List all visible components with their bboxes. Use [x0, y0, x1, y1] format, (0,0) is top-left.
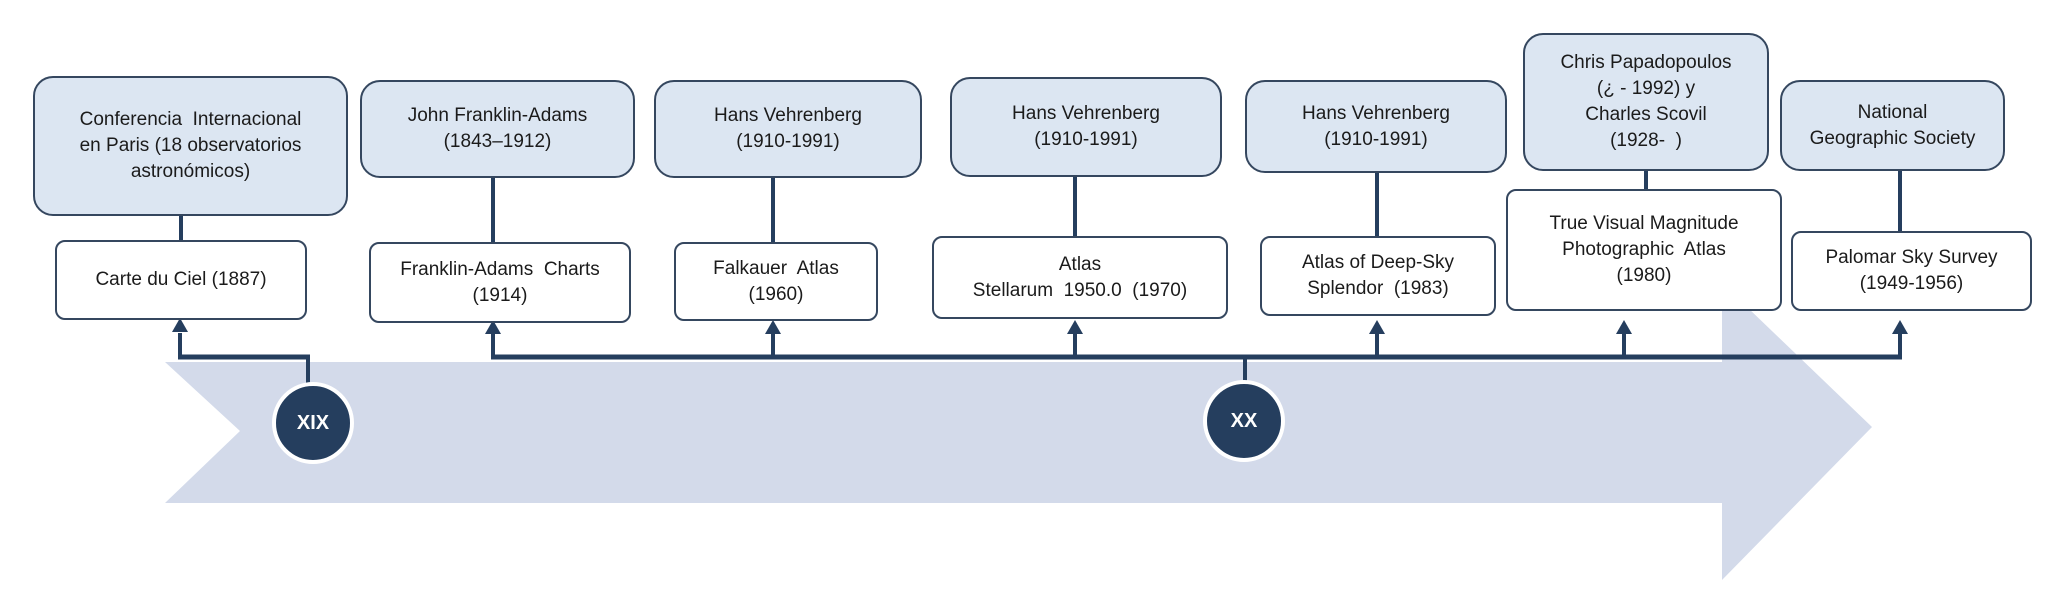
work-4-line-1: Atlas	[1058, 253, 1102, 275]
work-3-line-2: (1960)	[748, 283, 804, 305]
work-box-3: Falkauer Atlas (1960)	[674, 242, 878, 321]
author-2-line-1: John Franklin-Adams	[407, 105, 588, 126]
work-2-line-1: Franklin-Adams Charts	[400, 258, 600, 280]
author-1-line-1: Conferencia Internacional	[79, 109, 302, 130]
century-marker-xix: XIX	[272, 382, 354, 464]
work-5-line-1: Atlas of Deep-Sky	[1301, 252, 1455, 273]
author-4-line-2: (1910-1991)	[1034, 129, 1138, 150]
work-4-line-2: Stellarum 1950.0 (1970)	[972, 279, 1188, 301]
author-box-1: Conferencia Internacional en Paris (18 o…	[33, 76, 348, 216]
author-5-line-2: (1910-1991)	[1324, 128, 1428, 150]
work-2-line-2: (1914)	[472, 284, 528, 306]
work-box-7: Palomar Sky Survey (1949-1956)	[1791, 231, 2032, 311]
arrowhead-5	[1616, 320, 1632, 334]
author-box-3: Hans Vehrenberg (1910-1991)	[654, 80, 922, 178]
author-7-line-2: Geographic Society	[1809, 127, 1976, 149]
author-6-line-4: (1928- )	[1610, 130, 1682, 151]
arrowhead-4	[1369, 320, 1385, 334]
author-6-line-3: Charles Scovil	[1585, 104, 1707, 125]
timeline-arrow	[165, 283, 1872, 580]
work-6-line-3: (1980)	[1616, 265, 1672, 286]
author-1-line-2: en Paris (18 observatorios	[79, 135, 302, 156]
work-box-5: Atlas of Deep-Sky Splendor (1983)	[1260, 236, 1496, 316]
author-5-line-1: Hans Vehrenberg	[1302, 102, 1450, 124]
work-5-line-2: Splendor (1983)	[1307, 278, 1449, 299]
author-6-line-2: (¿ - 1992) y	[1596, 78, 1696, 99]
arrowhead-1	[485, 320, 501, 334]
work-7-line-2: (1949-1956)	[1859, 273, 1964, 294]
author-box-4: Hans Vehrenberg (1910-1991)	[950, 77, 1222, 177]
work-3-line-1: Falkauer Atlas	[713, 257, 839, 279]
connector-lines	[172, 171, 1908, 386]
work-box-6: True Visual Magnitude Photographic Atlas…	[1506, 189, 1782, 311]
author-box-2: John Franklin-Adams (1843–1912)	[360, 80, 635, 178]
work-1-line-1: Carte du Ciel (1887)	[95, 269, 267, 290]
work-6-line-2: Photographic Atlas	[1562, 239, 1726, 260]
author-4-line-1: Hans Vehrenberg	[1012, 103, 1160, 124]
author-1-line-3: astronómicos)	[130, 161, 251, 182]
author-box-6: Chris Papadopoulos (¿ - 1992) y Charles …	[1523, 33, 1769, 171]
author-box-7: National Geographic Society	[1780, 80, 2005, 171]
work-box-2: Franklin-Adams Charts (1914)	[369, 242, 631, 323]
arrowhead-3	[1067, 320, 1083, 334]
arrowhead-6	[1892, 320, 1908, 334]
work-6-line-1: True Visual Magnitude	[1549, 213, 1739, 234]
author-3-line-1: Hans Vehrenberg	[714, 105, 862, 126]
author-6-line-1: Chris Papadopoulos	[1560, 52, 1732, 73]
century-marker-xx: XX	[1203, 380, 1285, 462]
arrowhead-2	[765, 320, 781, 334]
work-box-4: Atlas Stellarum 1950.0 (1970)	[932, 236, 1228, 319]
arrowhead-xix	[172, 318, 188, 332]
author-box-5: Hans Vehrenberg (1910-1991)	[1245, 80, 1507, 173]
author-2-line-2: (1843–1912)	[443, 131, 552, 152]
work-box-1: Carte du Ciel (1887)	[55, 240, 307, 320]
author-7-line-1: National	[1857, 101, 1928, 123]
work-7-line-1: Palomar Sky Survey	[1825, 247, 1998, 268]
author-3-line-2: (1910-1991)	[736, 131, 840, 152]
